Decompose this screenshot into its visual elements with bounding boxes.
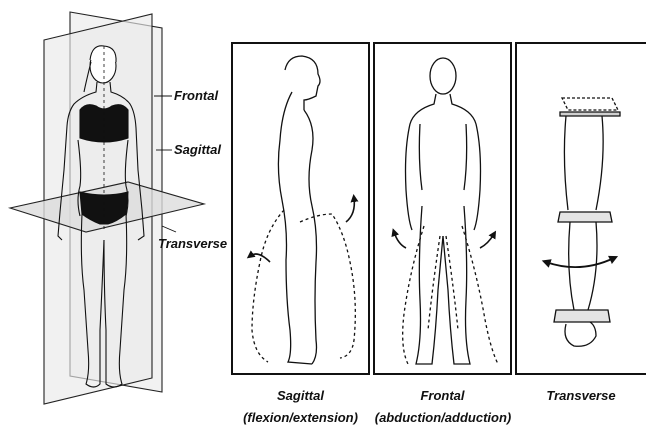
sagittal-panel-title: Sagittal bbox=[232, 388, 369, 403]
transverse-plane-label: Transverse bbox=[158, 236, 227, 251]
sagittal-panel-subtitle: (flexion/extension) bbox=[238, 410, 363, 425]
transverse-panel-title: Transverse bbox=[516, 388, 646, 403]
transverse-panel-frame bbox=[516, 43, 646, 374]
frontal-panel-title: Frontal bbox=[374, 388, 511, 403]
sagittal-panel-figure bbox=[250, 56, 355, 364]
sagittal-plane-label: Sagittal bbox=[174, 142, 221, 157]
frontal-panel-figure bbox=[394, 58, 498, 364]
frontal-plane-label: Frontal bbox=[174, 88, 218, 103]
transverse-panel-figure bbox=[546, 98, 620, 346]
frontal-panel-subtitle: (abduction/adduction) bbox=[370, 410, 516, 425]
three-planes-figure bbox=[10, 12, 204, 404]
